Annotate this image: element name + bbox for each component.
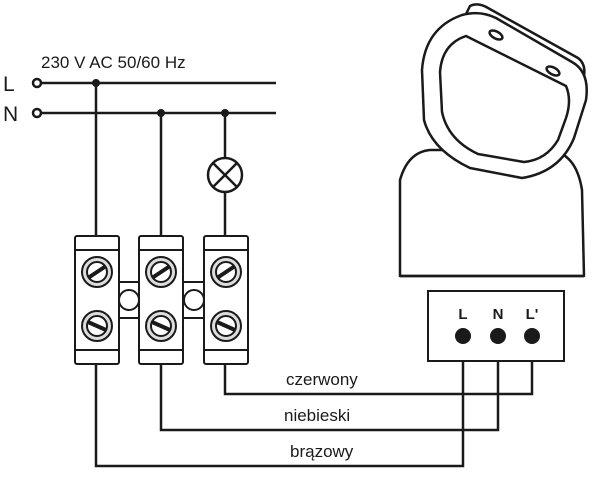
- screw-icon: [81, 310, 113, 342]
- terminal-l-prime-dot: [524, 328, 540, 344]
- screw-icons: [81, 256, 242, 342]
- wire-label-blue: niebieski: [284, 406, 350, 425]
- terminal-l-prime-label: L': [526, 306, 539, 323]
- sensor-wires: [94, 336, 534, 468]
- screw-icon: [145, 310, 177, 342]
- drop-wires: [94, 83, 227, 236]
- mounting-hole-2: [183, 289, 205, 311]
- red-wire: [223, 336, 534, 396]
- junction-dots: [92, 79, 229, 117]
- wire-label-brown: brązowy: [290, 442, 354, 461]
- terminal-block-cell-1: [74, 235, 120, 365]
- mounting-hole-1: [118, 289, 140, 311]
- terminal-l-dot: [455, 328, 471, 344]
- line-n-label: N: [3, 103, 18, 126]
- supply-lines: [31, 77, 276, 119]
- screw-icon: [145, 256, 177, 288]
- screw-icon: [81, 256, 113, 288]
- line-l-label: L: [3, 73, 15, 96]
- terminal-n-label: N: [493, 306, 504, 323]
- wire-label-red: czerwony: [286, 370, 358, 389]
- terminal-block: [74, 235, 249, 365]
- terminal-n-dot: [490, 328, 506, 344]
- motion-sensor-icon: [398, 3, 588, 278]
- brown-wire: [94, 336, 465, 468]
- supply-voltage-label: 230 V AC 50/60 Hz: [41, 53, 186, 72]
- terminal-block-cell-3: [203, 235, 249, 365]
- screw-icon: [210, 256, 242, 288]
- screw-icon: [210, 310, 242, 342]
- blue-wire: [159, 336, 500, 432]
- terminal-block-cell-2: [138, 235, 184, 365]
- lamp-icon: [206, 156, 244, 194]
- terminal-l-label: L: [458, 306, 467, 323]
- sensor-terminal-box: [427, 290, 565, 362]
